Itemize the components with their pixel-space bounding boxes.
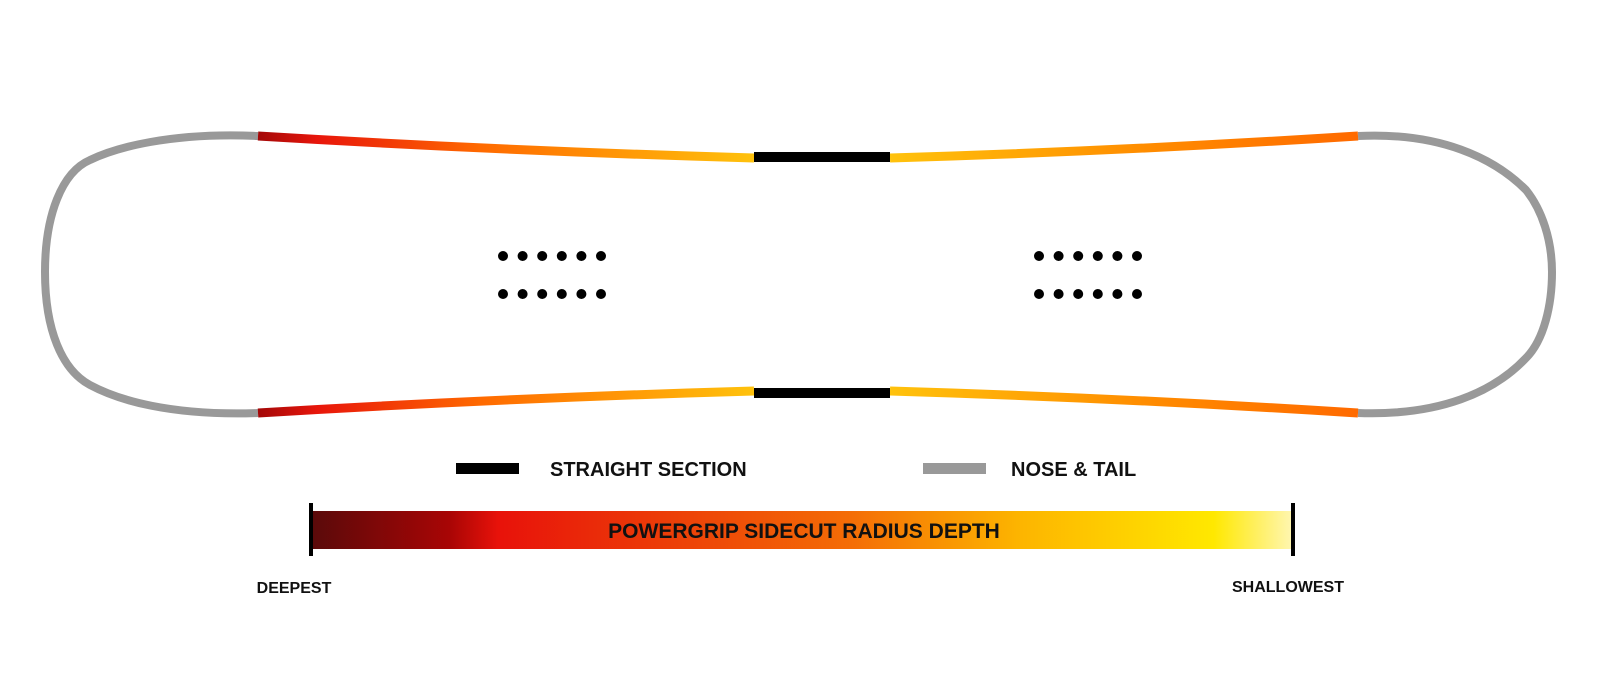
bottom-straight-section — [754, 388, 890, 398]
left-binding-insert — [556, 251, 567, 261]
deepest-tick — [309, 503, 313, 556]
board-tail-outline — [40, 131, 259, 418]
scale-title: POWERGRIP SIDECUT RADIUS DEPTH — [608, 520, 1000, 543]
left-binding-insert — [498, 289, 508, 299]
bottom-left-sidecut-edge — [257, 386, 755, 418]
left-binding-insert — [537, 251, 548, 261]
depth-gradient-bar — [312, 511, 1292, 549]
left-binding-insert — [576, 289, 587, 299]
right-binding-insert — [1053, 289, 1064, 299]
left-binding-insert — [537, 289, 548, 299]
shallowest-label: SHALLOWEST — [1232, 579, 1344, 596]
top-straight-section — [754, 152, 890, 162]
board-nose-tail — [40, 131, 1557, 418]
shallowest-tick — [1291, 503, 1295, 556]
left-binding-insert — [596, 251, 606, 261]
board-nose-outline — [1357, 131, 1557, 418]
right-binding-insert — [1053, 251, 1064, 261]
right-binding-insert — [1073, 289, 1084, 299]
right-binding-insert — [1092, 289, 1103, 299]
right-binding-insert — [1132, 289, 1142, 299]
legend-nose-tail-label: NOSE & TAIL — [1011, 459, 1136, 481]
board-sidecut-edges — [257, 131, 1359, 418]
deepest-label: DEEPEST — [257, 580, 332, 597]
legend-straight-section-label: STRAIGHT SECTION — [550, 459, 747, 481]
left-binding-insert — [517, 289, 528, 299]
bottom-right-sidecut-edge — [889, 386, 1359, 418]
right-binding-insert — [1034, 251, 1044, 261]
top-right-sidecut-edge — [889, 131, 1359, 163]
legend-straight-section-swatch — [456, 463, 519, 474]
right-binding-insert — [1092, 251, 1103, 261]
legend: STRAIGHT SECTION NOSE & TAIL — [456, 459, 1136, 481]
binding-inserts — [498, 251, 1142, 299]
board-straight-sections — [754, 152, 890, 398]
left-binding-insert — [576, 251, 587, 261]
left-binding-insert — [556, 289, 567, 299]
right-binding-insert — [1073, 251, 1084, 261]
right-binding-insert — [1112, 289, 1123, 299]
legend-nose-tail-swatch — [923, 463, 986, 474]
left-binding-insert — [596, 289, 606, 299]
right-binding-insert — [1034, 289, 1044, 299]
right-binding-insert — [1112, 251, 1123, 261]
right-binding-insert — [1132, 251, 1142, 261]
top-left-sidecut-edge — [257, 131, 755, 163]
left-binding-insert — [517, 251, 528, 261]
left-binding-insert — [498, 251, 508, 261]
sidecut-depth-scale: POWERGRIP SIDECUT RADIUS DEPTH DEEPEST S… — [257, 503, 1344, 597]
